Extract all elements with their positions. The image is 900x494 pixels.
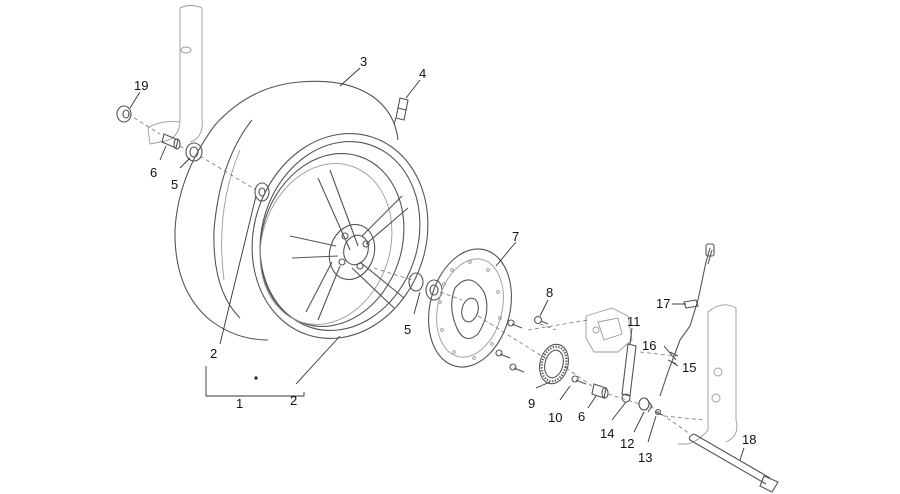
label-16: 16: [642, 338, 656, 353]
label-19: 19: [134, 78, 148, 93]
abs-sensor: [638, 397, 663, 416]
spacer-left: [161, 133, 181, 150]
label-9: 9: [528, 396, 535, 411]
axle-nut: [116, 105, 132, 123]
label-13: 13: [638, 450, 652, 465]
callout-labels: 19 6 5 3 4 7 8 5 2 1 2 9 10 6 11 14 12 1…: [134, 54, 756, 465]
label-14: 14: [600, 426, 614, 441]
label-4: 4: [419, 66, 426, 81]
label-6-left: 6: [150, 165, 157, 180]
label-3: 3: [360, 54, 367, 69]
label-2-right: 2: [290, 393, 297, 408]
wheel-bearing-inner: [254, 182, 270, 202]
brake-caliper: [585, 307, 633, 353]
label-11: 11: [627, 314, 641, 329]
label-10: 10: [548, 410, 562, 425]
label-7: 7: [512, 229, 519, 244]
left-fork-leg: [147, 5, 203, 145]
tyre: [174, 80, 399, 341]
tyre-valve: [393, 97, 409, 125]
front-axle: [688, 433, 779, 493]
label-1: 1: [236, 396, 243, 411]
label-8: 8: [546, 285, 553, 300]
assembly-guides: [127, 113, 705, 435]
label-6-right: 6: [578, 409, 585, 424]
label-2-left: 2: [210, 346, 217, 361]
callout-leaders: [129, 67, 745, 461]
rim: [251, 133, 429, 339]
label-5-left: 5: [171, 177, 178, 192]
spacer-right: [591, 383, 609, 399]
bolt-8: [533, 315, 549, 325]
label-12: 12: [620, 436, 634, 451]
label-17: 17: [656, 296, 670, 311]
right-fork-leg: [678, 304, 738, 445]
label-5-right: 5: [404, 322, 411, 337]
sensor-bracket: [621, 343, 637, 403]
label-15: 15: [682, 360, 696, 375]
bearing-left: [185, 142, 203, 162]
bearing-right: [408, 272, 443, 301]
label-18: 18: [742, 432, 756, 447]
disc-bolts: [495, 319, 587, 385]
abs-tone-ring: [539, 343, 569, 385]
brake-disc: [428, 248, 512, 368]
